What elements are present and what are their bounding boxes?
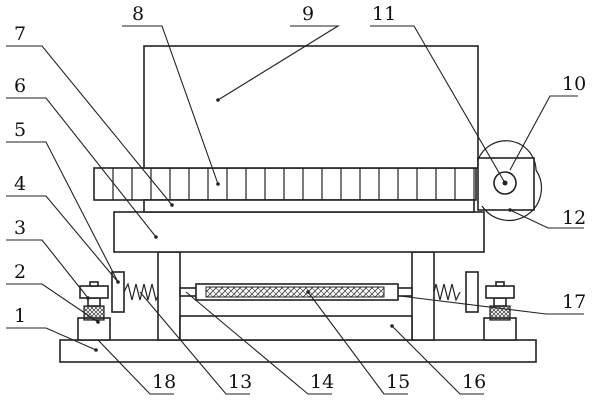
lower-crossbar — [179, 315, 413, 341]
label-14: 14 — [310, 371, 334, 393]
right-adjust-knob — [485, 285, 515, 299]
label-17: 17 — [562, 291, 586, 313]
leader-lines — [6, 25, 584, 395]
right-stud-nut — [493, 297, 507, 307]
label-4: 4 — [14, 173, 26, 195]
left-spring — [123, 282, 161, 302]
left-adjust-knob — [79, 285, 109, 299]
left-stud-nut — [87, 297, 101, 307]
right-support-block — [483, 317, 517, 341]
label-13: 13 — [228, 371, 252, 393]
motor-housing-arc — [477, 140, 543, 222]
label-3: 3 — [14, 217, 26, 239]
label-18: 18 — [152, 371, 176, 393]
label-12: 12 — [562, 207, 586, 229]
label-5: 5 — [14, 119, 26, 141]
base-plate — [59, 339, 537, 363]
gear-rack — [93, 167, 477, 201]
label-6: 6 — [14, 75, 26, 97]
left-support-block — [77, 317, 111, 341]
left-knob-cap — [89, 281, 99, 287]
label-16: 16 — [462, 371, 486, 393]
main-housing — [143, 45, 479, 169]
lead-screw — [205, 286, 385, 298]
label-8: 8 — [132, 3, 144, 25]
label-1: 1 — [14, 305, 26, 327]
label-7: 7 — [14, 23, 26, 45]
left-threaded-stud — [83, 305, 105, 321]
right-knob-cap — [495, 281, 505, 287]
right-column — [411, 251, 435, 341]
gear-rack-teeth — [112, 168, 475, 200]
label-11: 11 — [372, 3, 396, 25]
middle-platform — [113, 211, 485, 253]
rack-base-plate — [143, 199, 475, 213]
label-15: 15 — [386, 371, 410, 393]
label-10: 10 — [562, 73, 586, 95]
label-2: 2 — [14, 261, 26, 283]
right-clamp-plate — [465, 271, 479, 313]
label-9: 9 — [302, 3, 314, 25]
left-clamp-plate — [111, 271, 125, 313]
